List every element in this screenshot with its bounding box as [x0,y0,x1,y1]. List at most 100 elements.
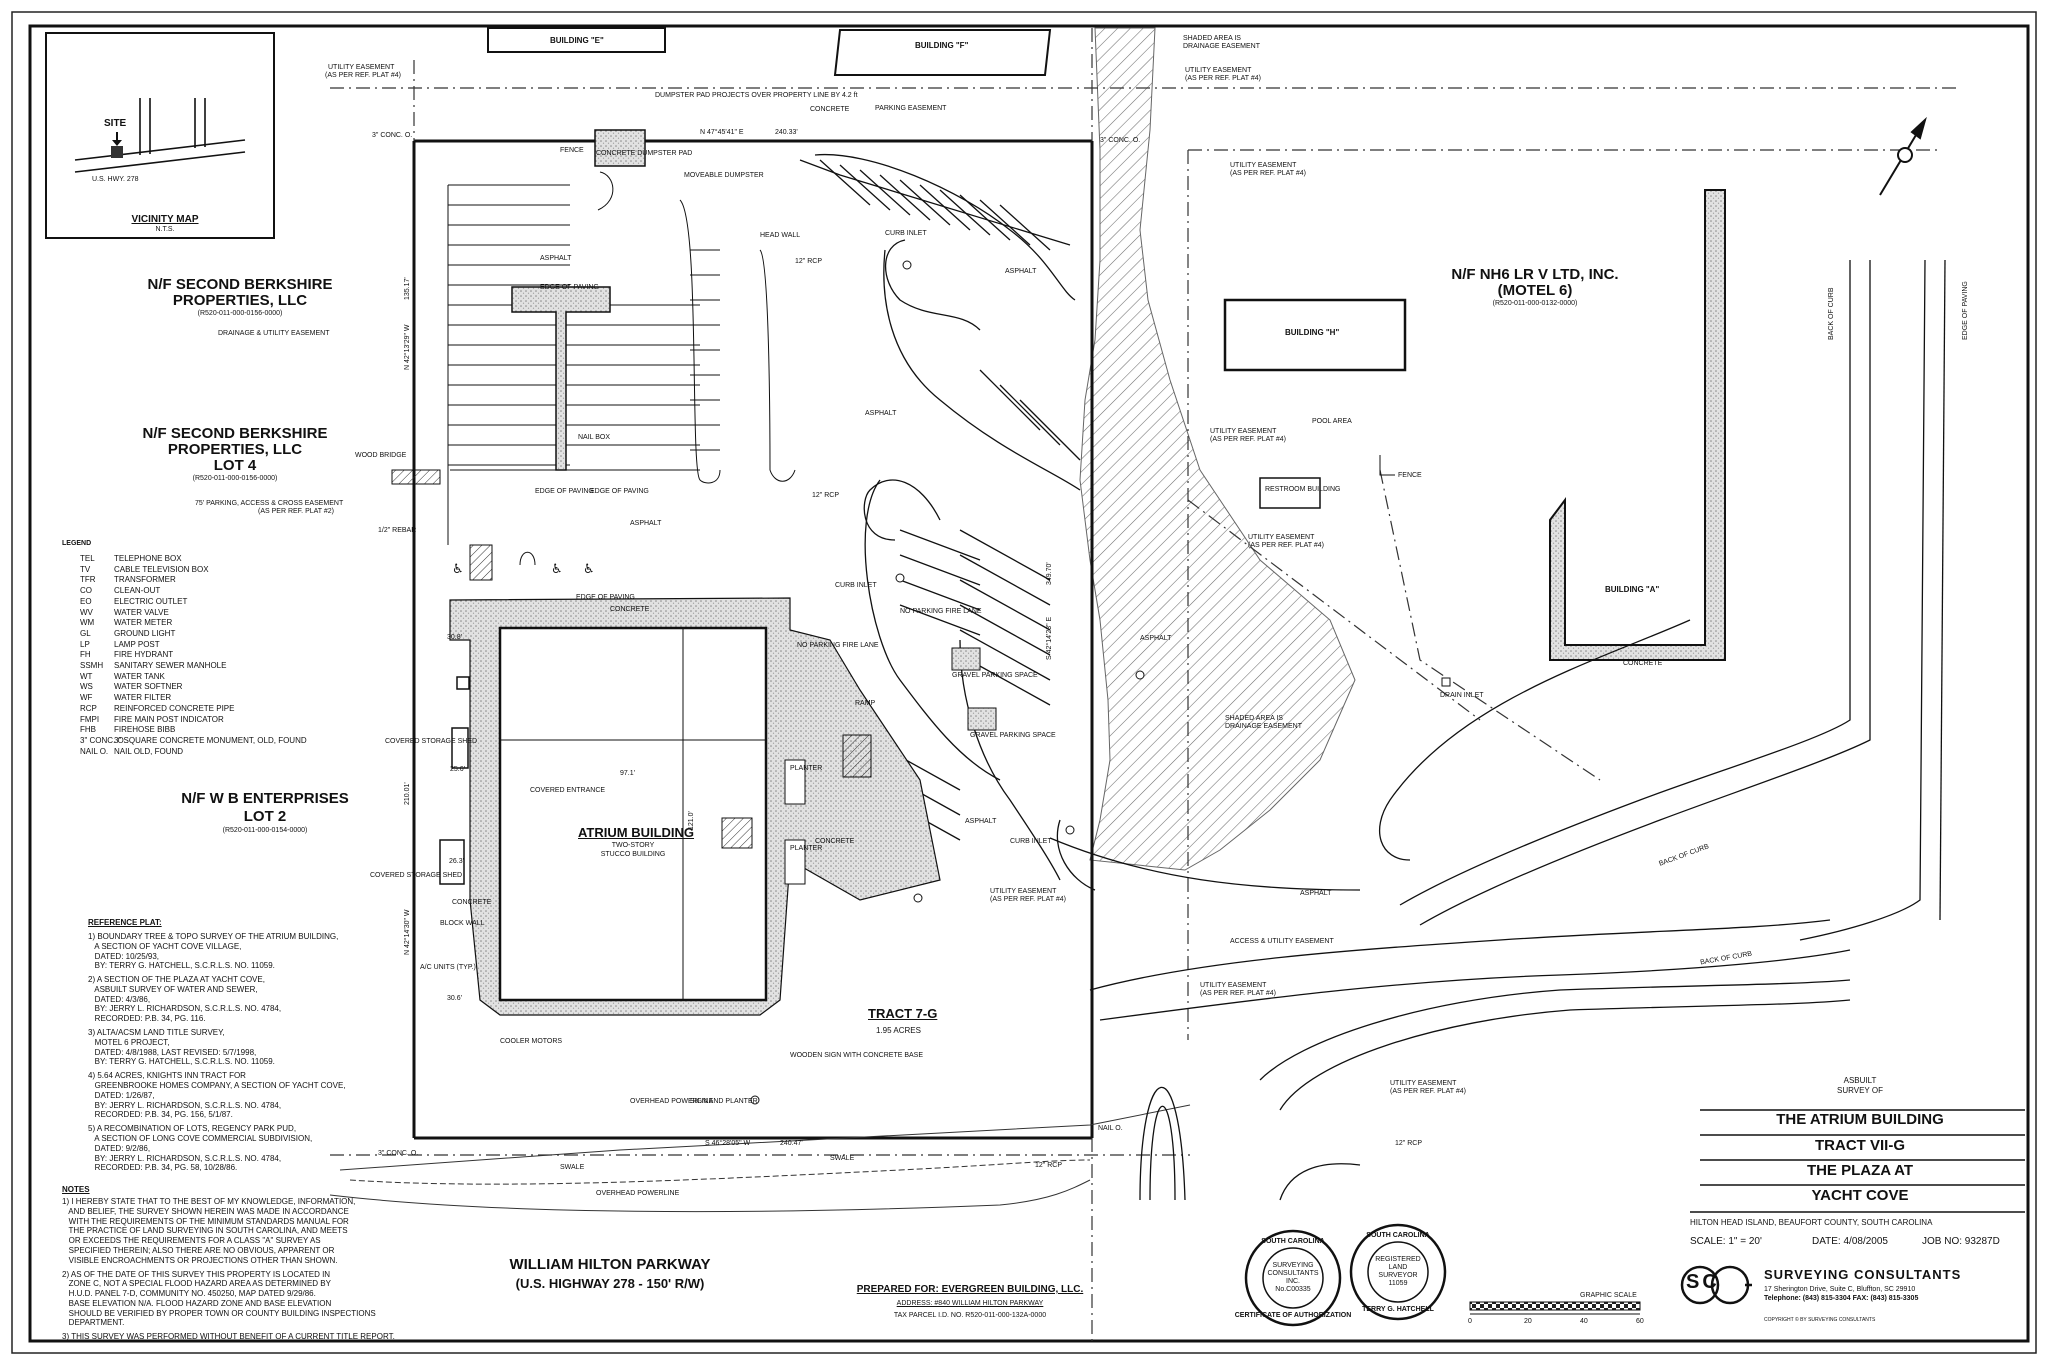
label-edge-paving-4: EDGE OF PAVING [576,594,635,601]
note-item: 3) THIS SURVEY WAS PERFORMED WITHOUT BEN… [62,1332,395,1342]
title-line1: THE ATRIUM BUILDING [1776,1111,1944,1128]
planter-1 [784,759,806,805]
reference-plat-item: 4) 5.64 ACRES, KNIGHTS INN TRACT FOR GRE… [88,1071,346,1120]
label-rcp-2: 12" RCP [812,492,839,499]
reg-seal-top: SOUTH CAROLINA [1366,1232,1430,1239]
title-line3: THE PLAZA AT [1806,1162,1914,1179]
label-curb-inlet-2: CURB INLET [835,582,877,589]
legend-code: CO [80,586,92,596]
legend-desc: CABLE TELEVISION BOX [114,564,209,574]
label-monument-2: 3" CONC. O. [1100,137,1141,144]
reference-plat-title: REFERENCE PLAT: [88,918,162,927]
legend-item: NAIL O.NAIL OLD, FOUND [80,747,183,756]
legend-code: GL [80,628,91,638]
company-address: 17 Sherington Drive, Suite C, Bluffton, … [1764,1286,1916,1293]
prepared-address: ADDRESS: #840 WILLIAM HILTON PARKWAY [896,1300,1044,1307]
building-h [1223,298,1407,372]
notes-title: NOTES [62,1185,90,1194]
label-swale-2: SWALE [830,1155,855,1162]
label-monument-1: 3" CONC. O. [372,132,413,139]
vicinity-map-title: VICINITY MAP [131,214,199,225]
company-phone: Telephone: (843) 815-3304 FAX: (843) 815… [1764,1295,1919,1302]
atrium-entry-block [721,817,753,849]
owner-berkshire-1-parcel: (R520-011-000-0156-0000) [197,310,283,317]
vicinity-map-scale: N.T.S. [155,226,175,233]
tract-acres: 1.95 ACRES [876,1026,921,1035]
label-cooler-motors: COOLER MOTORS [500,1038,563,1045]
label-overhead-powerline-1: OVERHEAD POWERLINE [630,1098,714,1105]
legend-code: TFR [80,575,96,585]
label-dim-1210: 121.0' [688,811,695,830]
label-concrete-5: CONCRETE [810,106,850,113]
title-asbuilt: ASBUILT [1843,1076,1877,1085]
legend-desc: WATER FILTER [114,693,172,703]
label-head-wall: HEAD WALL [760,232,801,239]
legend-code: 3" CONC. O. [80,735,126,745]
restroom-building [1259,477,1321,509]
legend-code: EO [80,596,92,606]
label-parking-easement: PARKING EASEMENT [875,105,947,112]
reg-seal-mid1: REGISTERED [1375,1256,1421,1263]
planter-2 [784,839,806,885]
note-item: 1) I HEREBY STATE THAT TO THE BEST OF MY… [62,1197,356,1265]
company-logo [1680,1265,1752,1305]
label-pool-area: POOL AREA [1312,418,1352,425]
label-util-easement-7: UTILITY EASEMENT [1200,982,1267,989]
label-util-easement-1: UTILITY EASEMENT [328,64,395,71]
legend-code: WF [80,693,93,703]
label-parking-access-sub: (AS PER REF. PLAT #2) [258,508,334,515]
accessible-curb [519,551,536,566]
legend-desc: REINFORCED CONCRETE PIPE [114,703,235,713]
label-concrete-4: CONCRETE [1623,660,1663,667]
title-survey-of: SURVEY OF [1837,1086,1883,1095]
label-no-parking-2: NO PARKING FIRE LANE [900,608,982,615]
storage-shed-1 [451,727,469,769]
outer-border [11,11,2037,1354]
label-planter-1: PLANTER [790,765,823,772]
legend-item: RCP REINFORCED CONCRETE PIPE [80,704,234,713]
label-fence-1: FENCE [1398,472,1422,479]
bearing-west-upper-dist: 135.17' [404,277,411,300]
label-wood-bridge: WOOD BRIDGE [355,452,407,459]
label-util-plat-8: (AS PER REF. PLAT #4) [1390,1088,1466,1095]
legend-desc: TRANSFORMER [114,575,176,585]
bearing-east: S 42°14'23" E [1046,616,1053,660]
label-moveable-dumpster: MOVEABLE DUMPSTER [684,172,764,179]
easement-lines [330,28,1960,1345]
label-curb-inlet-1: CURB INLET [885,230,927,237]
legend-desc: TELEPHONE BOX [114,554,182,563]
label-rcp-3: 12" RCP [1035,1162,1062,1169]
reg-seal-mid2: LAND [1388,1264,1408,1271]
title-line4: YACHT COVE [1811,1187,1909,1204]
legend-desc: WATER METER [114,618,173,628]
gravel-parking-1 [951,647,981,671]
scale-tick-0: 0 [1468,1318,1472,1325]
label-util-plat-3: (AS PER REF. PLAT #4) [1230,170,1306,177]
svg-text:♿: ♿ [452,562,464,577]
label-edge-paving-1: EDGE OF PAVING [540,284,599,291]
label-util-easement-8: UTILITY EASEMENT [1390,1080,1457,1087]
company-name: SURVEYING CONSULTANTS [1764,1267,1962,1282]
building-f [833,29,1052,76]
hatched-pad-west [469,544,493,581]
owner-berkshire-2-c: LOT 4 [213,457,257,474]
legend-code: RCP [80,703,97,713]
label-util-plat-4: (AS PER REF. PLAT #4) [1210,436,1286,443]
legend-code: LP [80,639,90,649]
cert-seal-mid3: INC. [1286,1278,1300,1285]
note-item: 2) AS OF THE DATE OF THIS SURVEY THIS PR… [62,1269,376,1328]
vicinity-site-label: SITE [104,118,127,129]
label-concrete-2: CONCRETE [815,838,855,845]
tract-label: TRACT 7-G [868,1006,938,1021]
